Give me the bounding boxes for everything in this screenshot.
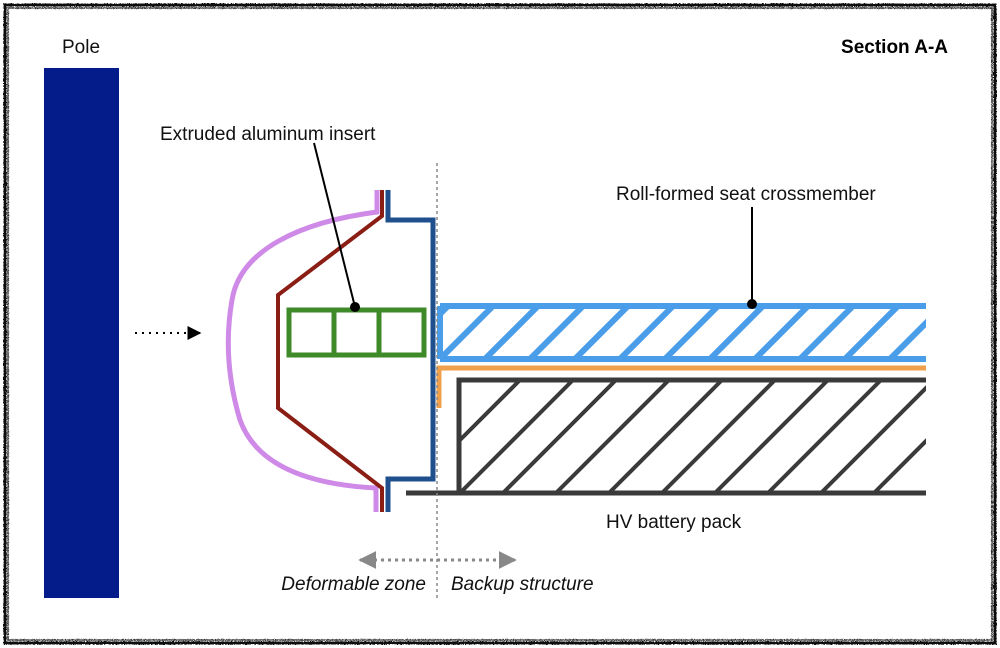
crossmember-leader-dot [747, 299, 757, 309]
section-title: Section A-A [841, 37, 948, 58]
insert-leader [313, 142, 356, 308]
frame [3, 3, 997, 645]
battery-label: HV battery pack [606, 512, 742, 533]
deformable-zone-label: Deformable zone [281, 574, 426, 595]
pole-label: Pole [62, 37, 100, 58]
outer-panel [225, 190, 380, 512]
inner-panel [276, 190, 384, 512]
backup-structure-label: Backup structure [451, 574, 594, 595]
insert-label: Extruded aluminum insert [160, 124, 376, 145]
orange-bracket [436, 365, 926, 408]
battery-pack [406, 377, 926, 496]
seat-crossmember [437, 303, 926, 362]
rocker-backup [385, 190, 436, 512]
pole [44, 68, 119, 598]
crossmember-label: Roll-formed seat crossmember [616, 184, 876, 205]
aluminum-insert [286, 307, 427, 358]
insert-leader-dot [350, 302, 360, 312]
